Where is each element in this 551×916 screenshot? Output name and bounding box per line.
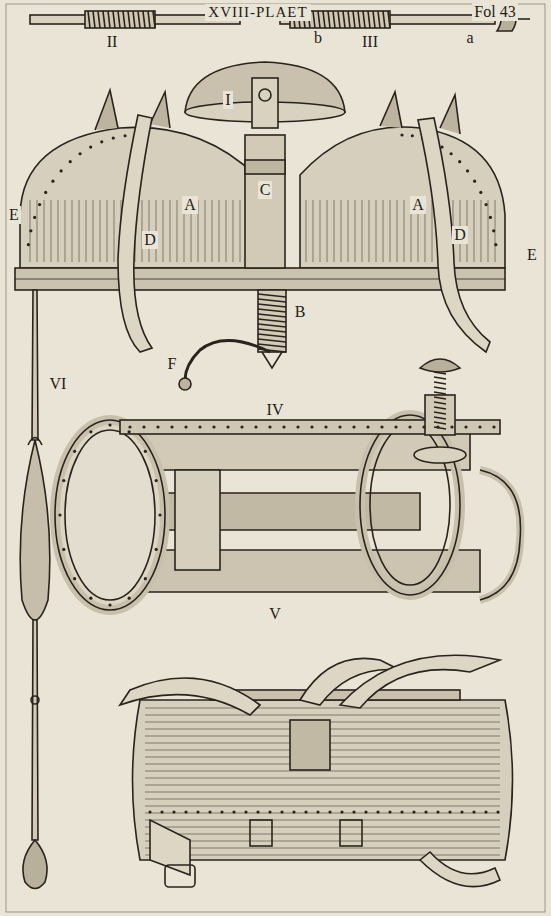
callout-letter: D — [142, 231, 158, 249]
callout-letter: E — [525, 246, 539, 264]
callout-letter: A — [182, 196, 198, 214]
callout-letter: a — [464, 29, 475, 47]
callout-letter: C — [258, 181, 273, 199]
callout-letter: b — [312, 29, 324, 47]
callout-letter: I — [223, 91, 232, 109]
callout-letter: III — [360, 33, 380, 51]
plate-border — [6, 4, 545, 912]
callout-letter: E — [7, 206, 21, 224]
cylinder-frame-iv — [55, 359, 521, 610]
callout-letter: II — [105, 33, 120, 51]
splint-assembly — [15, 62, 505, 390]
callout-letter: B — [293, 303, 308, 321]
sleeve-v — [120, 655, 513, 887]
callout-letter: IV — [265, 401, 286, 419]
callout-letter: VI — [48, 375, 69, 393]
handle-rod-vi — [20, 290, 50, 889]
callout-letter: V — [267, 605, 283, 623]
callout-letter: A — [410, 196, 426, 214]
folio-number: Fol 43 — [472, 3, 517, 21]
callout-letter: F — [166, 355, 179, 373]
callout-letter: D — [452, 226, 468, 244]
plate-title: XVIII-PLAET — [205, 4, 310, 21]
